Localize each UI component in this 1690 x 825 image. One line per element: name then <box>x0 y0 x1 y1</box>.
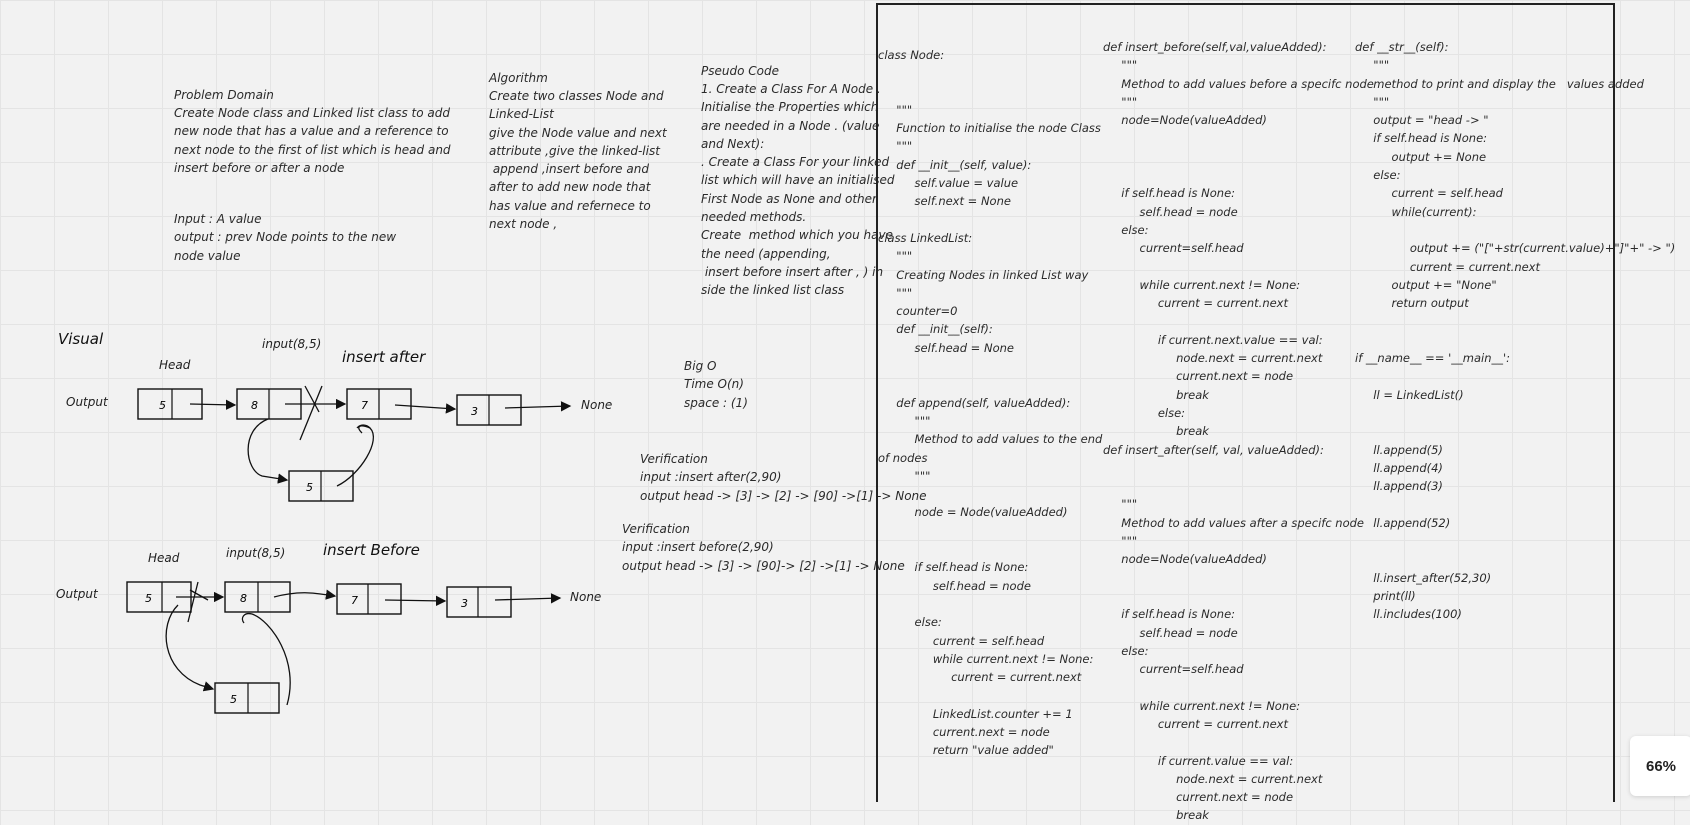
before-node-2-value: 8 <box>240 592 247 605</box>
before-head-label: Head <box>148 551 180 565</box>
zoom-level-indicator[interactable]: 66% <box>1630 736 1690 796</box>
before-new-node-value: 5 <box>230 693 237 706</box>
code-column-2: def insert_before(self,val,valueAdded): … <box>1103 40 1374 823</box>
code-column-1: class Node: """ Function to initialise t… <box>878 48 1103 758</box>
before-arrows <box>165 581 562 706</box>
verification-insert-after: Verification input :insert after(2,90) o… <box>640 452 927 503</box>
before-node-3: 7 <box>336 583 402 615</box>
visual-title: Visual <box>58 330 104 348</box>
after-node-1-value: 5 <box>159 399 166 412</box>
algorithm-title: Algorithm <box>489 71 548 85</box>
after-caption: insert after <box>342 348 426 366</box>
after-node-4: 3 <box>456 394 522 426</box>
code-frame <box>876 3 1615 802</box>
before-node-3-value: 7 <box>351 594 358 607</box>
pseudo-code-body: 1. Create a Class For A Node . Initialis… <box>701 82 895 298</box>
after-node-3: 7 <box>346 388 412 420</box>
after-arrows <box>189 385 572 487</box>
after-node-2-value: 8 <box>251 399 258 412</box>
algorithm-body: Create two classes Node and Linked-List … <box>489 89 667 232</box>
before-new-node: 5 <box>214 682 280 714</box>
after-node-4-value: 3 <box>471 405 478 418</box>
before-input-label: input(8,5) <box>226 546 286 560</box>
before-output-label: Output <box>56 587 98 601</box>
pseudo-code-title: Pseudo Code <box>701 64 779 78</box>
verification-insert-before: Verification input :insert before(2,90) … <box>622 522 905 573</box>
code-column-3: def __str__(self): """ method to print a… <box>1355 40 1676 622</box>
problem-domain-io: Input : A value output : prev Node point… <box>174 212 397 263</box>
before-node-4-value: 3 <box>461 597 468 610</box>
before-none-label: None <box>570 590 602 604</box>
after-none-label: None <box>581 398 613 412</box>
after-node-3-value: 7 <box>361 399 368 412</box>
problem-domain-title: Problem Domain <box>174 88 274 102</box>
before-node-1-value: 5 <box>145 592 152 605</box>
big-o-text: Big O Time O(n) space : (1) <box>684 359 748 410</box>
before-caption: insert Before <box>323 541 420 559</box>
after-new-node: 5 <box>288 470 354 502</box>
problem-domain-body: Create Node class and Linked list class … <box>174 106 451 175</box>
after-input-label: input(8,5) <box>262 337 322 351</box>
before-node-4: 3 <box>446 586 512 618</box>
linked-list-diagrams: 5 8 7 3 5 5 8 <box>126 385 572 714</box>
before-node-2: 8 <box>224 581 291 613</box>
after-output-label: Output <box>66 395 108 409</box>
after-head-label: Head <box>159 358 191 372</box>
after-new-node-value: 5 <box>306 481 313 494</box>
